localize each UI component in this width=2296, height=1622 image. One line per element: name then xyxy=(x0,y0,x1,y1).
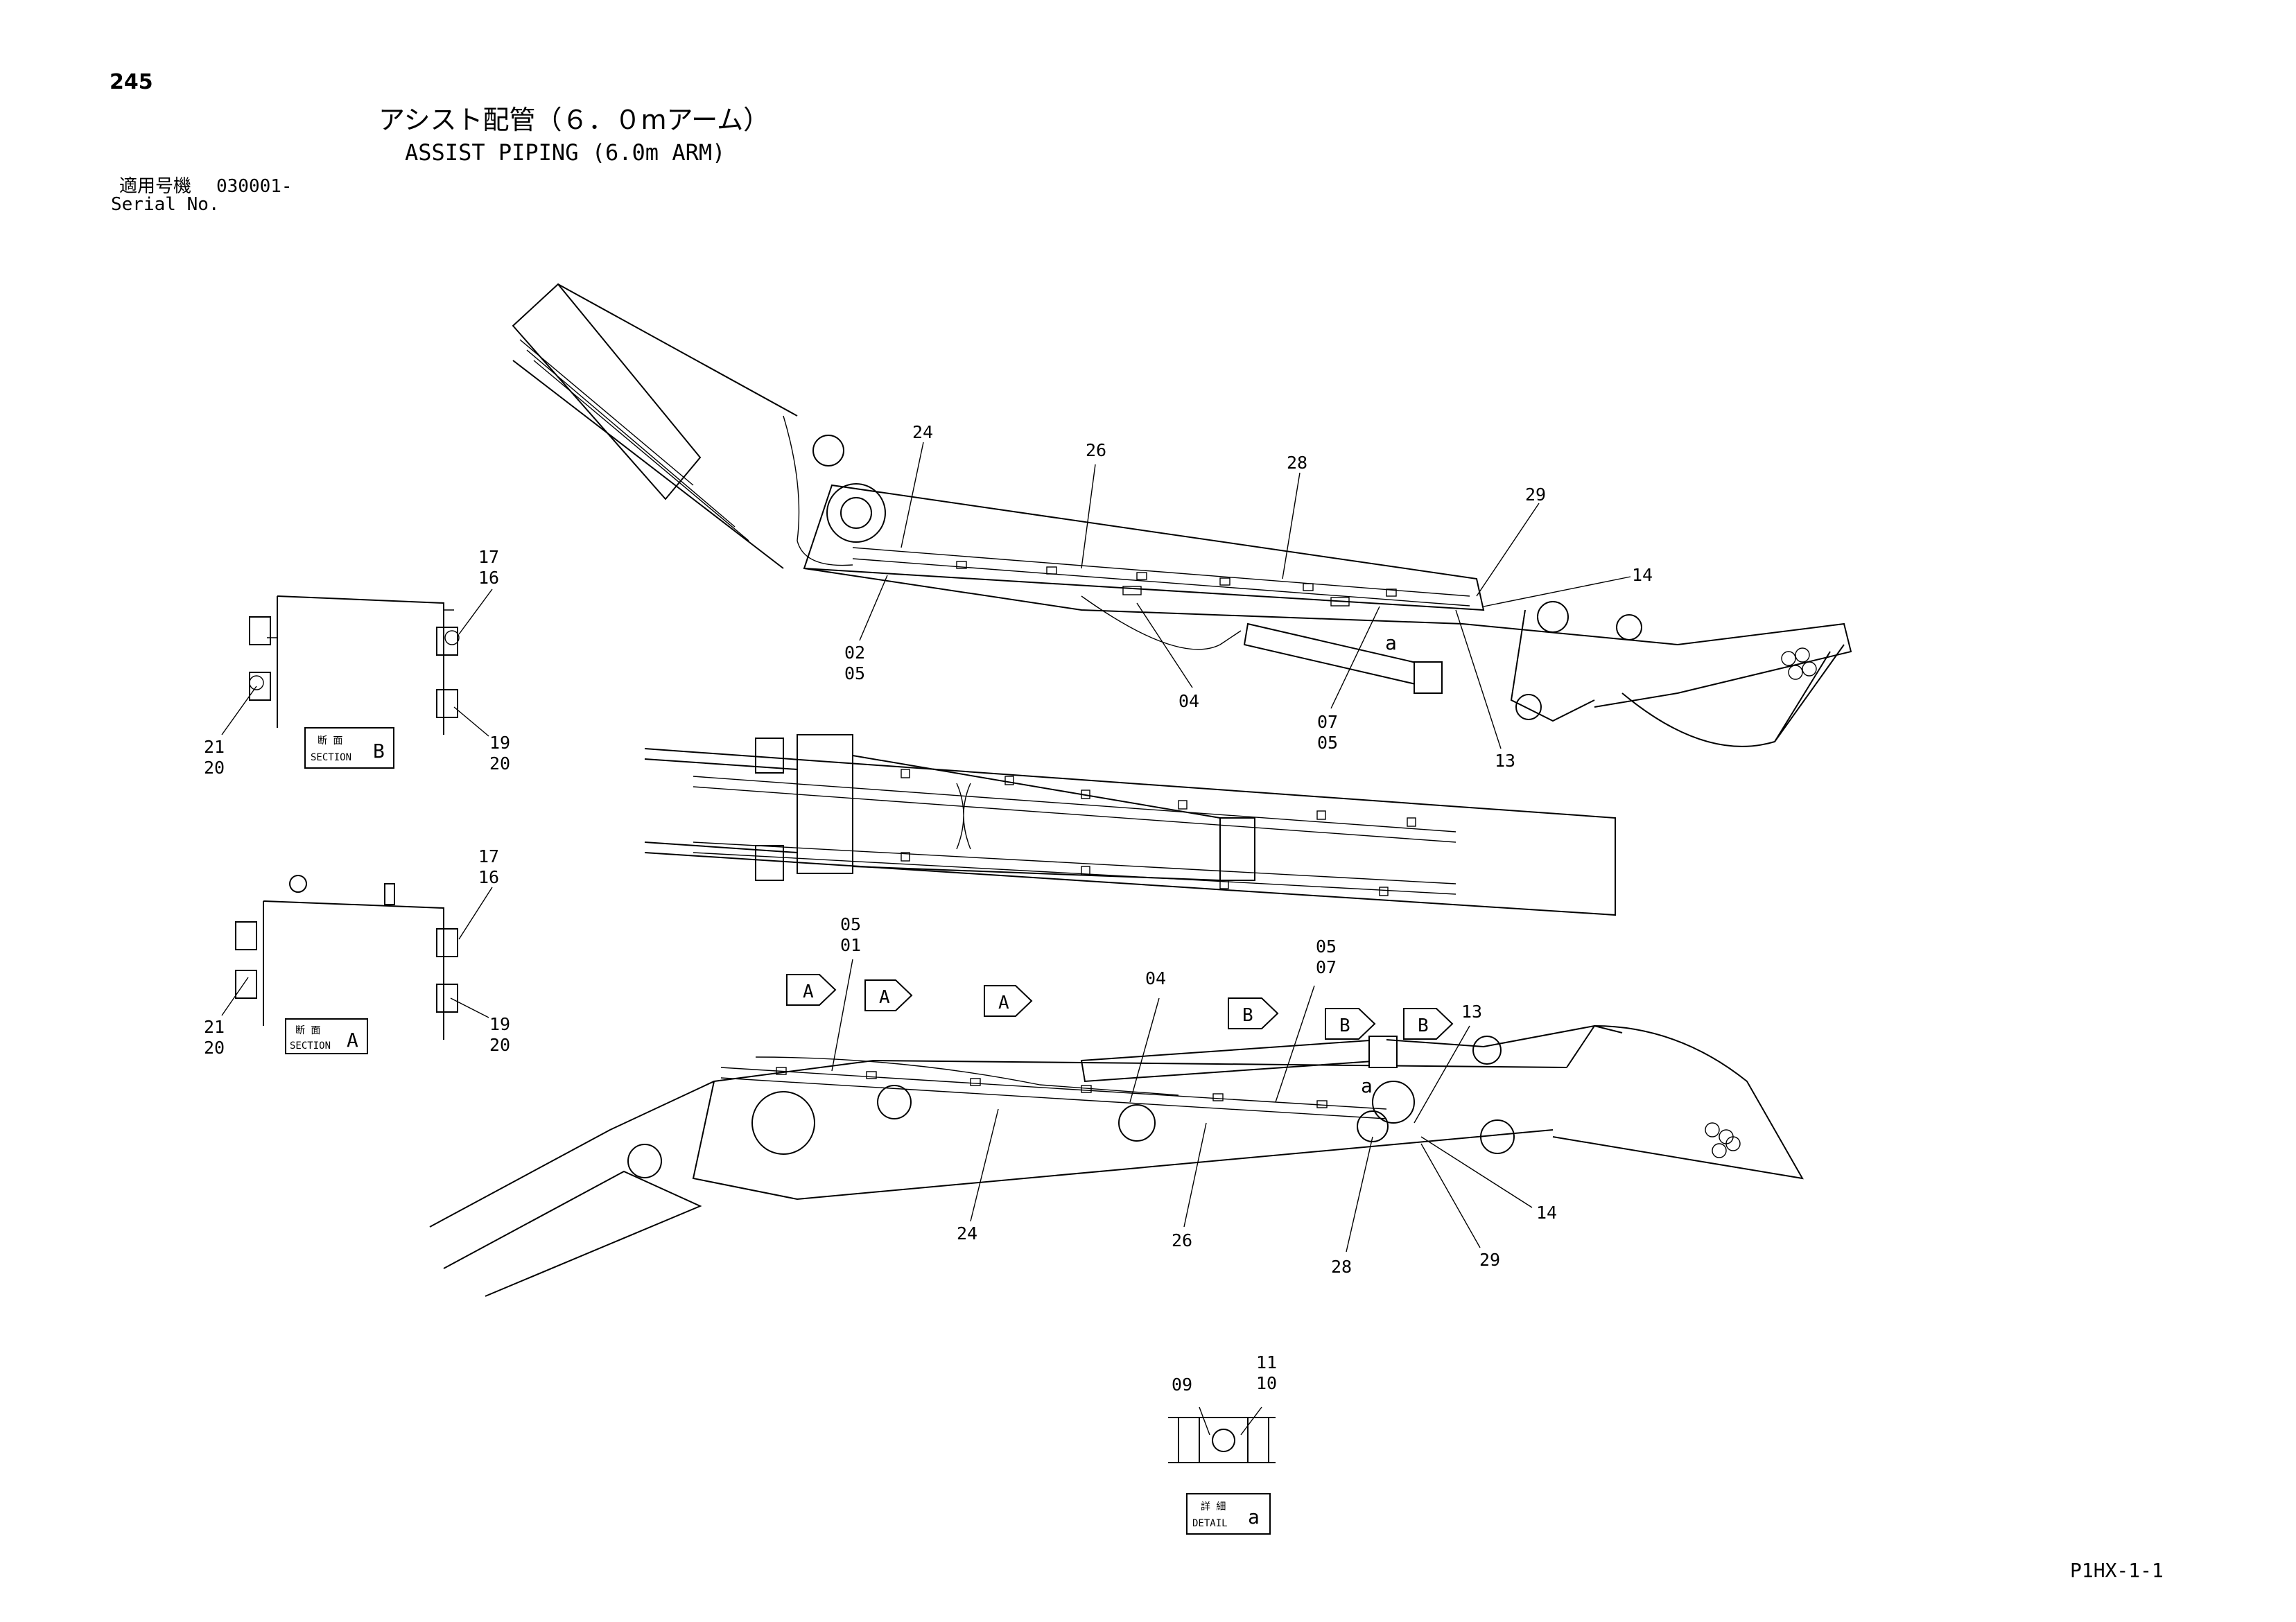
serial-label-japanese: 適用号機 xyxy=(119,176,192,197)
serial-number-value: 030001- xyxy=(216,176,293,197)
callout-bot-26: 26 xyxy=(1172,1230,1192,1250)
view-arrow-b-3: B xyxy=(1403,1008,1454,1040)
bottom-arm-view xyxy=(429,1024,1804,1297)
callout-bot-07: 07 xyxy=(1316,957,1337,977)
callout-bot-24: 24 xyxy=(957,1223,977,1244)
callout-top-24: 24 xyxy=(912,422,933,442)
top-arm-view xyxy=(512,283,1852,747)
callout-top-07: 07 xyxy=(1317,712,1338,732)
view-arrow-a-3: A xyxy=(984,985,1033,1017)
svg-text:A: A xyxy=(879,987,890,1008)
callout-bot-13: 13 xyxy=(1461,1002,1482,1022)
callout-top-26: 26 xyxy=(1086,440,1106,460)
section-a-detail xyxy=(235,875,458,1054)
drawing-code: P1HX-1-1 xyxy=(2070,1559,2164,1582)
serial-label-english: Serial No. xyxy=(111,194,220,215)
callout-top-05b: 05 xyxy=(1317,733,1338,753)
detail-marker-top: a xyxy=(1385,631,1397,654)
callout-bot-05b: 05 xyxy=(1316,936,1337,957)
section-b-letter: B xyxy=(373,740,385,762)
detail-letter: a xyxy=(1248,1506,1260,1528)
section-a-letter: A xyxy=(347,1029,358,1052)
callout-bot-28: 28 xyxy=(1331,1257,1352,1277)
callout-bot-29: 29 xyxy=(1479,1250,1500,1270)
svg-text:B: B xyxy=(1339,1015,1350,1036)
callout-seca-16: 16 xyxy=(478,867,499,887)
callout-top-28: 28 xyxy=(1287,453,1307,473)
callout-bot-05a: 05 xyxy=(840,914,861,934)
section-b-en-label: SECTION xyxy=(311,752,351,763)
page-number: 245 xyxy=(110,70,153,94)
callout-top-05a: 05 xyxy=(844,663,865,683)
callout-secb-16: 16 xyxy=(478,568,499,588)
callout-seca-17: 17 xyxy=(478,846,499,866)
callout-bot-04: 04 xyxy=(1145,968,1166,988)
svg-text:A: A xyxy=(803,982,814,1002)
title-japanese: アシスト配管（６．０mアーム） xyxy=(379,105,770,135)
section-a-jp-label: 断 面 xyxy=(295,1025,320,1036)
leader-lines xyxy=(221,442,1631,1436)
callout-det-09: 09 xyxy=(1172,1375,1192,1395)
callout-top-13: 13 xyxy=(1495,751,1515,771)
view-arrow-a-1: A xyxy=(786,974,837,1006)
callout-top-14: 14 xyxy=(1632,565,1653,585)
callout-seca-19: 19 xyxy=(489,1014,510,1034)
callout-secb-19: 19 xyxy=(489,733,510,753)
section-b-detail xyxy=(249,595,460,769)
detail-jp-label: 詳 細 xyxy=(1201,1501,1226,1512)
callout-secb-20a: 20 xyxy=(204,758,225,778)
callout-secb-20b: 20 xyxy=(489,753,510,774)
callout-seca-20b: 20 xyxy=(489,1035,510,1055)
section-a-en-label: SECTION xyxy=(290,1040,331,1052)
callout-top-29: 29 xyxy=(1525,485,1546,505)
svg-text:B: B xyxy=(1418,1015,1429,1036)
callout-bot-14: 14 xyxy=(1536,1203,1557,1223)
callout-top-04: 04 xyxy=(1179,691,1199,711)
callout-top-02: 02 xyxy=(844,643,865,663)
callout-bot-01: 01 xyxy=(840,935,861,955)
detail-en-label: DETAIL xyxy=(1192,1518,1228,1529)
callout-det-11: 11 xyxy=(1256,1352,1277,1372)
svg-text:A: A xyxy=(998,993,1009,1013)
view-arrow-a-2: A xyxy=(864,979,913,1011)
callout-secb-17: 17 xyxy=(478,547,499,567)
detail-marker-bottom: a xyxy=(1361,1074,1373,1097)
callout-seca-21: 21 xyxy=(204,1017,225,1037)
callout-secb-21: 21 xyxy=(204,737,225,757)
title-english: ASSIST PIPING (6.0m ARM) xyxy=(405,139,726,166)
callout-seca-20a: 20 xyxy=(204,1038,225,1058)
svg-text:B: B xyxy=(1242,1005,1253,1026)
view-arrow-b-2: B xyxy=(1325,1008,1376,1040)
detail-a xyxy=(1168,1417,1276,1535)
middle-arm-plan-view xyxy=(644,734,1616,916)
section-b-jp-label: 断 面 xyxy=(318,735,342,747)
view-arrow-b-1: B xyxy=(1228,997,1279,1029)
callout-det-10: 10 xyxy=(1256,1373,1277,1393)
